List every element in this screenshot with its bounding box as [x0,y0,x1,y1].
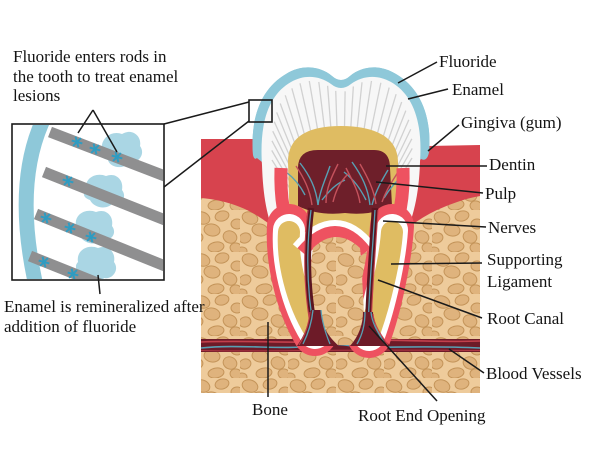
label-fluoride: Fluoride [439,52,497,71]
root-end-openings [297,309,391,346]
magnifier-callout-box [248,99,273,123]
label-dentin: Dentin [489,155,536,174]
inset-box [11,123,165,281]
label-pulp: Pulp [485,184,517,203]
label-supporting-ligament: Supporting Ligament [487,250,563,291]
label-nerves: Nerves [488,218,537,237]
pulp-nerves [285,161,403,206]
inset-caption-bottom: Enamel is remineralized after addition o… [4,297,205,336]
label-root-end-opening: Root End Opening [358,406,486,425]
label-blood-vessels: Blood Vessels [486,364,582,383]
pulp-chamber [285,150,403,214]
furcation [292,220,376,345]
inset-caption-top: Fluoride enters rods in the tooth to tre… [13,47,179,105]
label-bone: Bone [252,400,288,419]
label-gingiva: Gingiva (gum) [461,113,562,132]
fluoride-particle-icons [38,136,123,279]
leader-lines [77,61,487,402]
label-root-canal: Root Canal [487,309,564,328]
label-enamel: Enamel [452,80,504,99]
